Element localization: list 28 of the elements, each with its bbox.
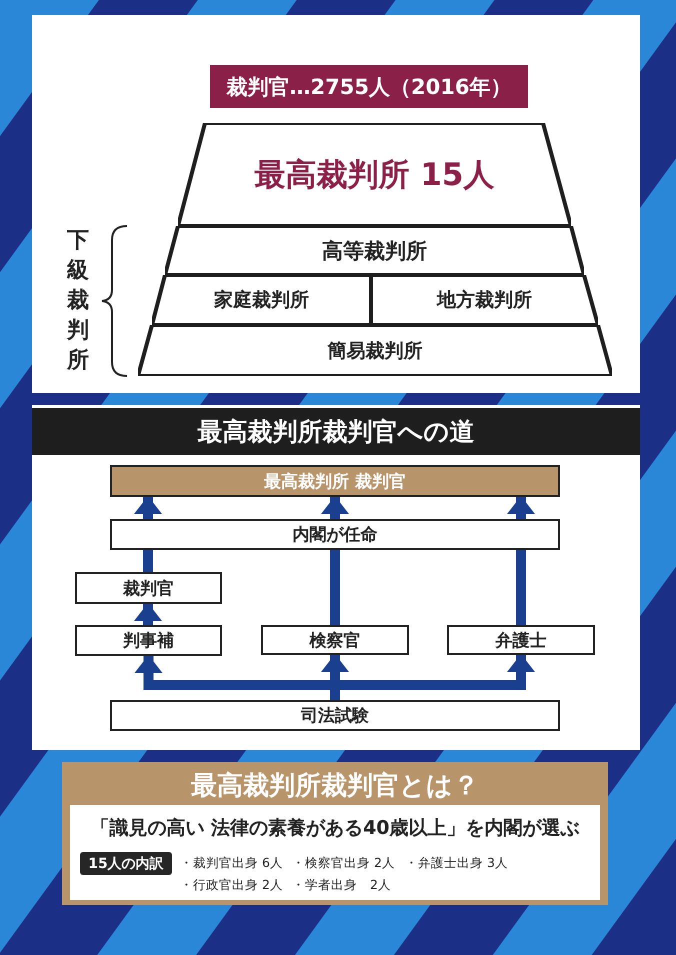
process-box: 判事補 xyxy=(75,625,222,656)
process-box: 裁判官 xyxy=(75,572,222,604)
pyramid-tier: 地方裁判所 xyxy=(371,275,598,325)
pyramid-top: 最高裁判所 15人 xyxy=(178,123,571,226)
list-item: ・検察官出身 2人 xyxy=(292,855,395,872)
info-panel xyxy=(62,762,608,905)
arrow xyxy=(507,496,535,519)
side-label: 下級裁判所 xyxy=(66,227,90,375)
pyramid-tier: 高等裁判所 xyxy=(165,226,584,275)
process-box: 弁護士 xyxy=(447,625,595,655)
arrow xyxy=(134,603,162,625)
pyramid-tier: 家庭裁判所 xyxy=(152,275,371,325)
list-item: ・弁護士出身 3人 xyxy=(405,855,508,872)
list-item: ・裁判官出身 6人 xyxy=(180,855,283,872)
section-header: 最高裁判所裁判官への道 xyxy=(32,408,640,455)
list-item: ・行政官出身 2人 xyxy=(180,877,283,894)
arrow xyxy=(134,496,162,519)
process-box: 司法試験 xyxy=(110,700,560,731)
badge: 15人の内訳 xyxy=(80,852,172,875)
process-box: 内閣が任命 xyxy=(110,519,560,550)
list-item: ・学者出身 2人 xyxy=(292,877,391,894)
title-box: 裁判官…2755人（2016年） xyxy=(210,65,528,108)
info-card xyxy=(70,805,600,900)
statement-text: 「識見の高い 法律の素養がある40歳以上」を内閣が選ぶ xyxy=(89,816,581,841)
goal-box: 最高裁判所 裁判官 xyxy=(110,465,560,497)
process-box: 検察官 xyxy=(261,625,409,655)
arrow xyxy=(321,496,349,519)
panel-heading: 最高裁判所裁判官とは？ xyxy=(190,770,480,803)
